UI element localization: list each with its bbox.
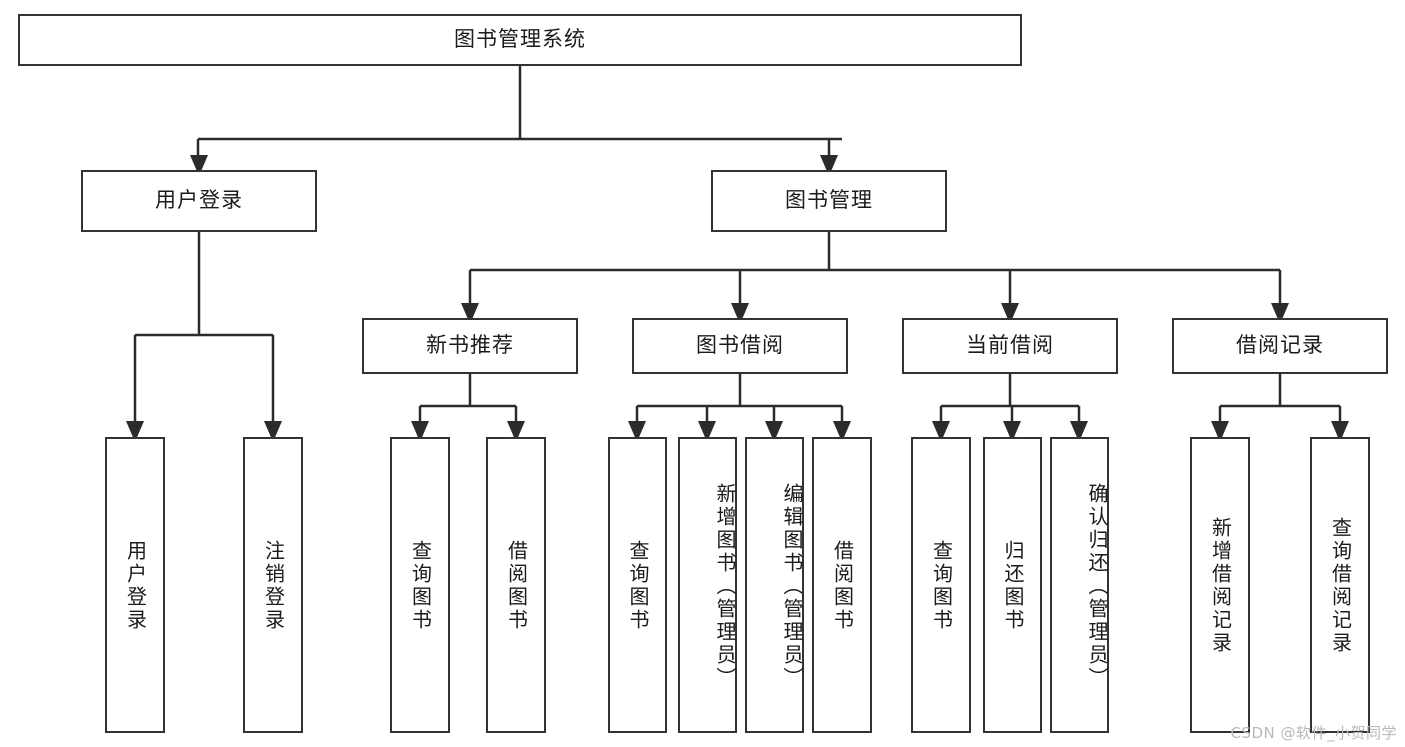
node-borrow-record-label: 借阅记录 [1236, 333, 1324, 358]
node-leaf-return-book-label: 归还图书 [1001, 540, 1025, 632]
node-leaf-query-record-label: 查询借阅记录 [1328, 517, 1353, 655]
node-leaf-add-book[interactable]: 新增图书（管理员） [678, 437, 737, 733]
node-leaf-borrow-book-1[interactable]: 借阅图书 [486, 437, 546, 733]
node-current-borrow[interactable]: 当前借阅 [902, 318, 1118, 374]
node-leaf-query-record[interactable]: 查询借阅记录 [1310, 437, 1370, 733]
node-leaf-query-book-2[interactable]: 查询图书 [608, 437, 667, 733]
node-leaf-query-book-2-label: 查询图书 [626, 540, 650, 632]
node-borrow-record[interactable]: 借阅记录 [1172, 318, 1388, 374]
node-leaf-borrow-book-1-label: 借阅图书 [504, 540, 529, 632]
node-user-login[interactable]: 用户登录 [81, 170, 317, 232]
node-new-book-recommend-label: 新书推荐 [426, 333, 514, 358]
node-leaf-user-login[interactable]: 用户登录 [105, 437, 165, 733]
node-root[interactable]: 图书管理系统 [18, 14, 1022, 66]
node-leaf-user-login-label: 用户登录 [123, 540, 148, 632]
node-book-borrow[interactable]: 图书借阅 [632, 318, 848, 374]
node-leaf-add-book-label: 新增图书（管理员） [713, 482, 737, 690]
node-leaf-query-book-3[interactable]: 查询图书 [911, 437, 971, 733]
node-leaf-query-book-1[interactable]: 查询图书 [390, 437, 450, 733]
node-leaf-confirm-return-label: 确认归还（管理员） [1085, 482, 1109, 690]
node-leaf-edit-book[interactable]: 编辑图书（管理员） [745, 437, 804, 733]
node-new-book-recommend[interactable]: 新书推荐 [362, 318, 578, 374]
node-leaf-borrow-book-2-label: 借阅图书 [830, 540, 855, 632]
node-leaf-confirm-return[interactable]: 确认归还（管理员） [1050, 437, 1109, 733]
node-user-login-label: 用户登录 [155, 188, 243, 213]
node-leaf-edit-book-label: 编辑图书（管理员） [780, 482, 804, 690]
node-leaf-logout[interactable]: 注销登录 [243, 437, 303, 733]
node-leaf-add-record[interactable]: 新增借阅记录 [1190, 437, 1250, 733]
node-root-label: 图书管理系统 [454, 27, 586, 52]
node-current-borrow-label: 当前借阅 [966, 333, 1054, 358]
node-leaf-logout-label: 注销登录 [261, 540, 286, 632]
node-book-manage[interactable]: 图书管理 [711, 170, 947, 232]
csdn-watermark: CSDN @软件_小贺同学 [1230, 724, 1397, 742]
node-leaf-query-book-3-label: 查询图书 [929, 540, 954, 632]
node-leaf-add-record-label: 新增借阅记录 [1208, 517, 1233, 655]
node-leaf-borrow-book-2[interactable]: 借阅图书 [812, 437, 872, 733]
node-leaf-return-book[interactable]: 归还图书 [983, 437, 1042, 733]
node-book-borrow-label: 图书借阅 [696, 333, 784, 358]
node-leaf-query-book-1-label: 查询图书 [408, 540, 433, 632]
node-book-manage-label: 图书管理 [785, 188, 873, 213]
